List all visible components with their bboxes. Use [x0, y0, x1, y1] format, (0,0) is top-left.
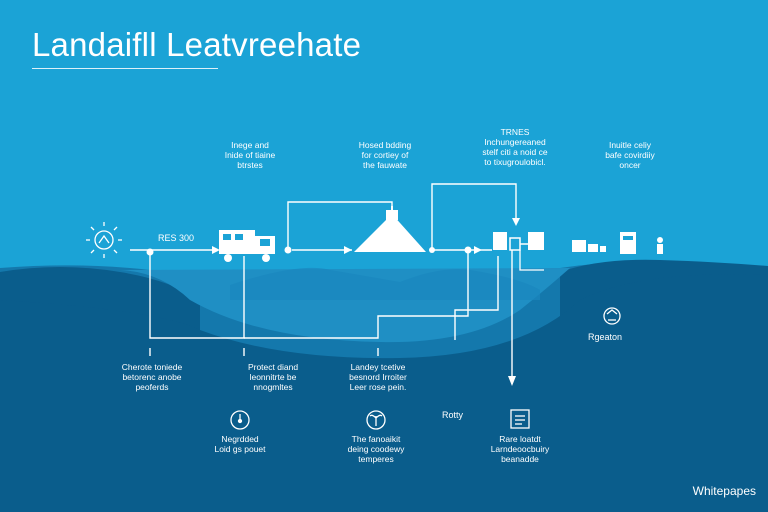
person-icon [657, 237, 663, 254]
label-treatment: TRNES Inchungereaned stelf citi a noid c… [482, 127, 548, 167]
sun-icon [86, 222, 122, 258]
label-sprout: The fanoaikit deing coodewy temperes [347, 434, 405, 464]
label-truck: Inege and Inide of tiaine btrstes [224, 140, 276, 170]
label-gauge: Negrdded Loid gs pouet [214, 434, 266, 454]
flow-arrowheads [212, 218, 520, 386]
title-underline [32, 68, 218, 69]
document-icon [510, 409, 530, 429]
tank-icon [620, 232, 636, 254]
flow-lines [130, 183, 517, 378]
label-leachate: Landey tcetive besnord Irroiter Leer ros… [349, 362, 407, 392]
label-factory: Inuitle celiy bafe covirdiiy oncer [605, 140, 655, 170]
page-title: Landaifll Leatvreehate [32, 26, 362, 63]
flow-nodes [146, 246, 472, 256]
factory-icon [572, 240, 606, 252]
hill-middle [230, 267, 540, 300]
ground-lower [0, 274, 768, 512]
recycle-icon [603, 307, 621, 325]
landfill-mound-icon [354, 206, 426, 252]
sprout-icon [366, 410, 386, 430]
gauge-icon [230, 410, 250, 430]
label-collection: Cherote toniede betorenc anobe peoferds [121, 362, 183, 392]
truck-icon [219, 230, 275, 262]
footer-brand: Whitepapes [692, 484, 756, 498]
sun-value: RES 300 [158, 233, 195, 243]
treatment-plant-icon [493, 232, 544, 271]
label-protect: Protect diand leonnitrte be nnogmltes [247, 362, 299, 392]
arrow-label: Rotty [442, 410, 464, 420]
side-label: Rgeaton [588, 332, 623, 342]
label-document: Rare loatdt Larndeoocbuiry beanadde [490, 434, 550, 464]
label-landfill: Hosed bdding for cortiey of the fauwate [358, 140, 412, 170]
